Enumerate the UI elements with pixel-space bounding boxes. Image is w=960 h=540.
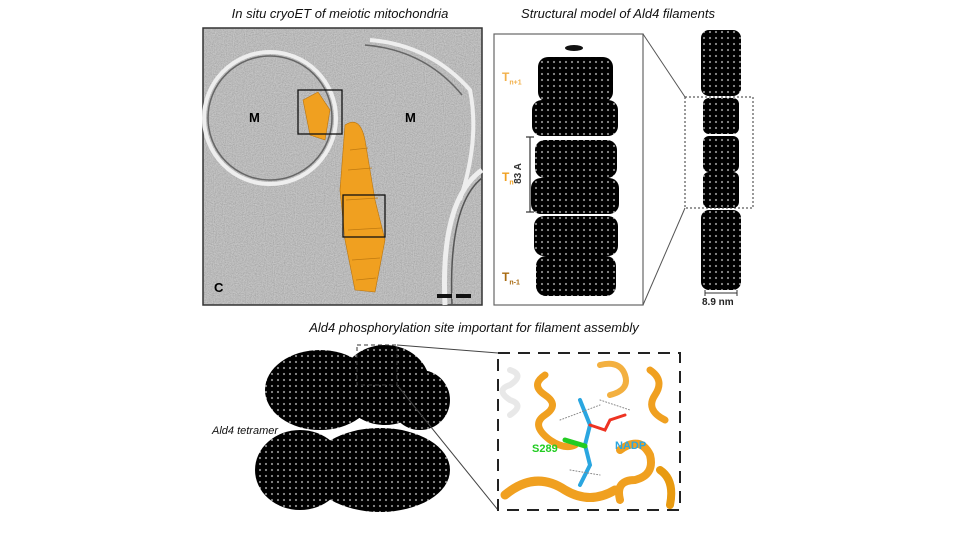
- tetramer-structure: [255, 344, 499, 512]
- symmetry-axis-icon: [565, 45, 583, 51]
- tetramer-label-current: Tn: [502, 170, 514, 186]
- ligand-label: NADP: [615, 440, 647, 452]
- full-filament: [684, 30, 754, 296]
- zoom-box-upper: [297, 89, 343, 135]
- mitochondrion-label-right: M: [405, 110, 416, 125]
- filament-segmentation: [302, 91, 386, 293]
- width-label: 8.9 nm: [702, 297, 734, 308]
- tetramer-label-sub: n: [509, 179, 514, 187]
- selection-box: [684, 96, 754, 209]
- model-title: Structural model of Ald4 filaments: [521, 6, 715, 21]
- filament-model-closeup: [493, 33, 686, 306]
- tetramer-caption: Ald4 tetramer: [212, 425, 279, 437]
- phospho-title: Ald4 phosphorylation site important for …: [309, 320, 639, 335]
- tetramer-label-base: T: [502, 70, 510, 84]
- cytoplasm-label: C: [214, 280, 224, 295]
- tetramer-label-sub: n+1: [509, 79, 522, 87]
- tetramer-label-previous: Tn-1: [502, 270, 520, 286]
- tomogram-image: [202, 27, 484, 306]
- tetramer-label-base: T: [502, 170, 510, 184]
- tetramer-label-next: Tn+1: [502, 70, 522, 86]
- tetramer-label-base: T: [502, 270, 510, 284]
- residue-label: S289: [532, 443, 558, 455]
- mitochondrion-label-left: M: [249, 110, 260, 125]
- rise-label: 83 A: [512, 163, 524, 184]
- cryoet-title: In situ cryoET of meiotic mitochondria: [231, 6, 449, 21]
- rise-scale-bar: [526, 136, 534, 213]
- zoom-box-lower: [342, 194, 386, 238]
- active-site-closeup: [497, 352, 681, 511]
- width-scale-bar: [704, 290, 738, 296]
- tetramer-label-sub: n-1: [509, 279, 520, 287]
